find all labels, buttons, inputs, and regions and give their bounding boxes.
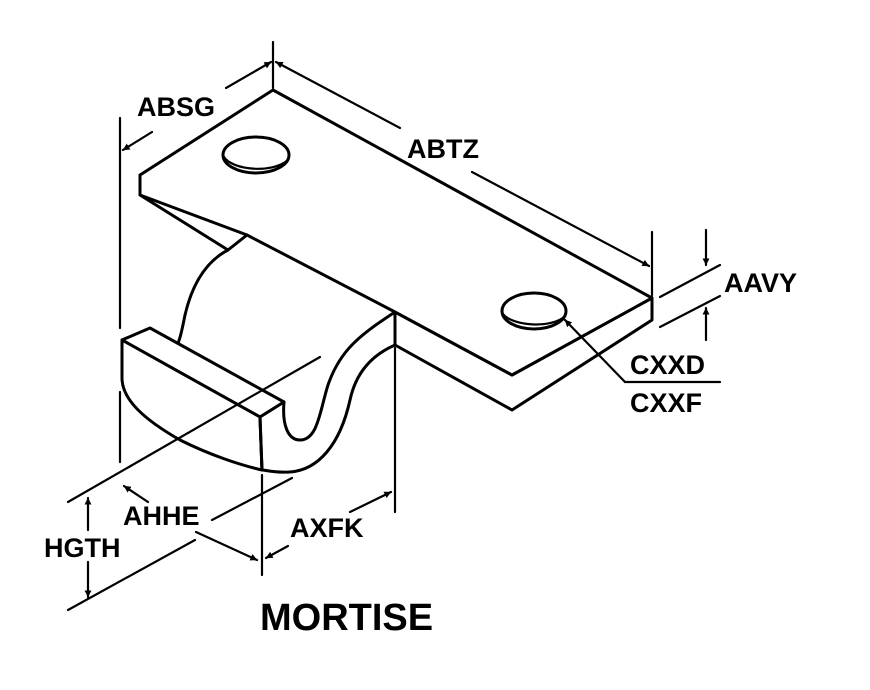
dimension-labels: ABSG ABTZ AAVY CXXD CXXF AHHE HGTH AXFK (44, 92, 797, 563)
dim-abtz-upper (274, 60, 402, 130)
label-absg: ABSG (137, 92, 215, 122)
dim-cxxd-leader (563, 318, 722, 384)
channel-inner-edge (258, 415, 264, 472)
label-ahhe: AHHE (123, 501, 200, 531)
ext-hgth-top (66, 355, 322, 504)
dim-absg-upper (224, 60, 273, 90)
mounting-hole-upper (221, 135, 291, 175)
dim-ahhe-arrow (122, 484, 150, 504)
label-hgth: HGTH (44, 533, 121, 563)
dim-ahhe-right-arrow (194, 530, 259, 562)
curved-web (174, 248, 230, 350)
mortise-plate (120, 88, 654, 474)
dimension-lines (84, 60, 722, 599)
dim-abtz-lower (470, 170, 651, 268)
dim-absg-lower (121, 130, 154, 152)
label-abtz: ABTZ (407, 134, 479, 164)
label-cxxd: CXXD (630, 350, 705, 380)
mounting-hole-upper-inner (222, 155, 290, 170)
dim-axfk-left-arrow (264, 544, 290, 560)
label-aavy: AAVY (724, 268, 797, 298)
diagram-title: MORTISE (260, 597, 433, 639)
mortise-channel (258, 310, 397, 474)
upper-left-edge (138, 173, 249, 252)
ext-hgth-bottom (66, 538, 197, 612)
label-axfk: AXFK (290, 513, 364, 543)
ext-aavy-bottom (658, 294, 722, 329)
dim-axfk-right-arrow (348, 490, 393, 514)
mounting-hole-lower-inner (501, 312, 567, 326)
ext-axfk-diag (210, 476, 294, 522)
lower-tab-front (120, 338, 264, 472)
extension-lines (66, 40, 722, 612)
label-cxxf: CXXF (630, 388, 702, 418)
ext-aavy-top (658, 263, 722, 299)
mounting-hole-lower (500, 291, 568, 331)
